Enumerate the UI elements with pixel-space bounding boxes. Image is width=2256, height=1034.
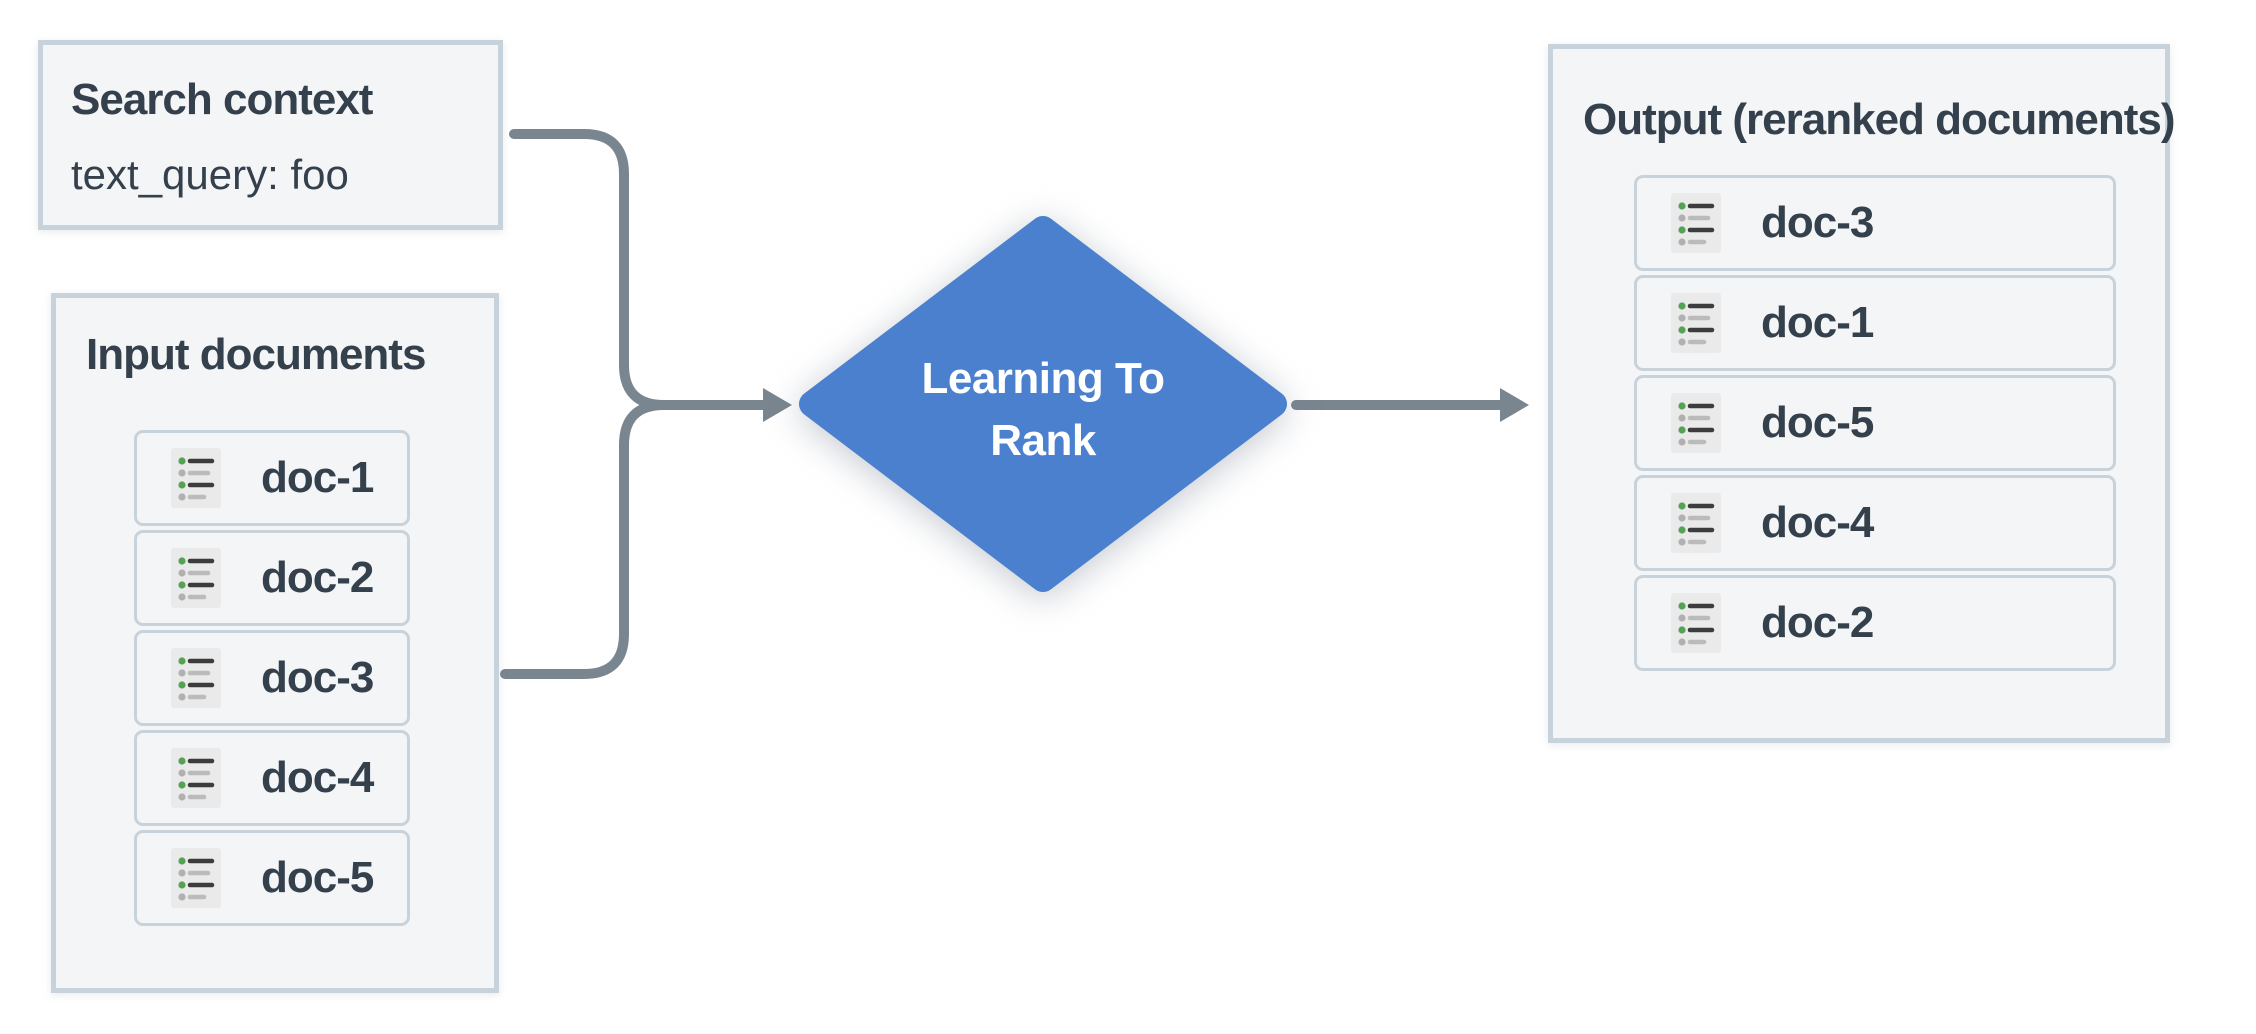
input-documents-connector-line: [500, 400, 669, 679]
document-list-icon: [171, 848, 221, 908]
doc-item: doc-2: [134, 530, 410, 626]
document-list-icon: [171, 748, 221, 808]
input-documents-list: doc-1 doc-2: [134, 430, 410, 926]
output-documents-title: Output (reranked documents): [1583, 95, 2176, 144]
document-list-icon: [1671, 193, 1721, 253]
search-context-box: Search context text_query: foo: [38, 40, 503, 230]
doc-label: doc-1: [1761, 298, 1874, 347]
document-list-icon: [171, 548, 221, 608]
diamond-shape: [799, 216, 1287, 592]
output-documents-list: doc-3 doc-1: [1634, 175, 2116, 671]
learning-to-rank-label-line2: Rank: [990, 416, 1096, 465]
learning-to-rank-label: Learning To Rank: [790, 215, 1296, 605]
doc-label: doc-4: [261, 753, 374, 802]
doc-item: doc-1: [1634, 275, 2116, 371]
search-query-text: text_query: foo: [71, 151, 349, 198]
doc-item: doc-4: [1634, 475, 2116, 571]
document-list-icon: [1671, 493, 1721, 553]
doc-label: doc-2: [261, 553, 374, 602]
input-documents-box: Input documents doc-1: [51, 293, 499, 993]
doc-label: doc-5: [1761, 398, 1874, 447]
doc-item: doc-5: [1634, 375, 2116, 471]
doc-label: doc-3: [1761, 198, 1874, 247]
doc-item: doc-4: [134, 730, 410, 826]
doc-item: doc-3: [134, 630, 410, 726]
doc-item: doc-5: [134, 830, 410, 926]
doc-label: doc-3: [261, 653, 374, 702]
document-list-icon: [1671, 293, 1721, 353]
input-documents-title: Input documents: [86, 330, 426, 379]
merge-arrowhead-icon: [763, 388, 792, 422]
doc-item: doc-1: [134, 430, 410, 526]
doc-label: doc-5: [261, 853, 374, 902]
doc-label: doc-1: [261, 453, 374, 502]
learning-to-rank-label-line1: Learning To: [921, 354, 1165, 403]
search-context-title: Search context: [71, 75, 373, 124]
output-documents-box: Output (reranked documents) doc-3: [1548, 44, 2176, 743]
document-list-icon: [171, 448, 221, 508]
doc-item: doc-3: [1634, 175, 2116, 271]
search-context-connector-line: [509, 129, 768, 410]
doc-item: doc-2: [1634, 575, 2116, 671]
document-list-icon: [171, 648, 221, 708]
doc-label: doc-2: [1761, 598, 1874, 647]
learning-to-rank-node: Learning To Rank: [790, 215, 1296, 605]
document-list-icon: [1671, 593, 1721, 653]
output-arrowhead-icon: [1500, 388, 1529, 422]
doc-label: doc-4: [1761, 498, 1874, 547]
document-list-icon: [1671, 393, 1721, 453]
